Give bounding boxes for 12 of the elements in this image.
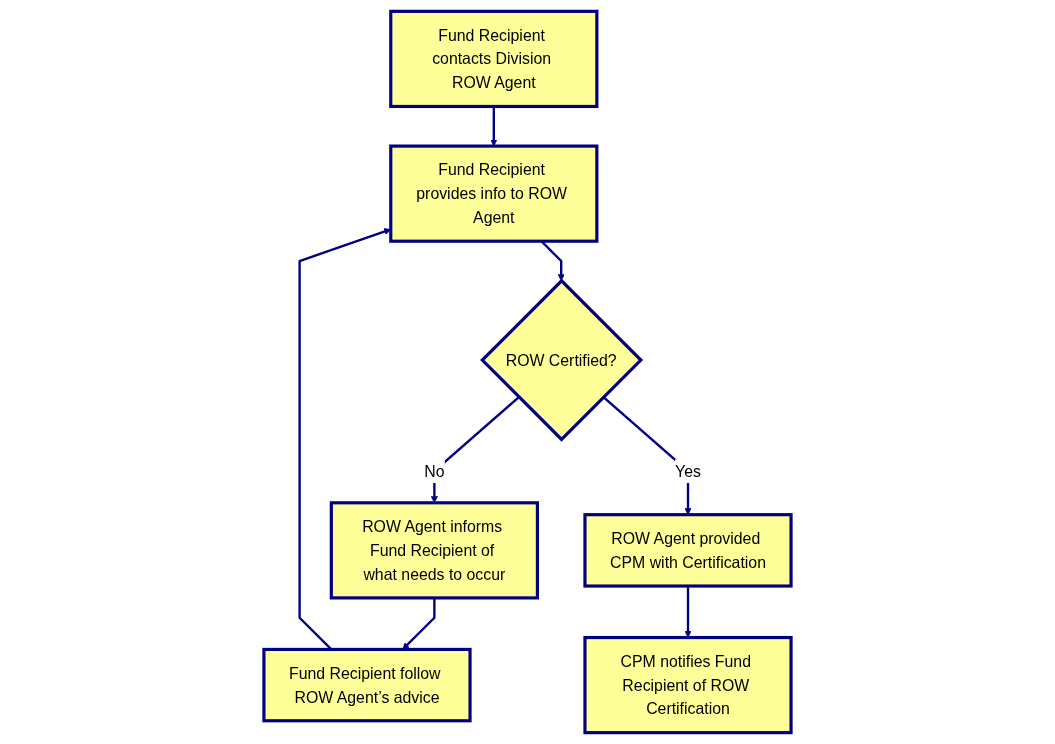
node-box: CPM notifies Fund Recipient of ROW Certification bbox=[583, 635, 793, 735]
edge-label: No bbox=[424, 462, 445, 480]
arrow bbox=[490, 106, 498, 147]
node-box: ROW Agent informs Fund Recipient of what needs to occur bbox=[329, 501, 539, 600]
node-box: Fund Recipient provides info to ROW Agent bbox=[389, 144, 599, 243]
edge-label: Yes bbox=[675, 462, 701, 480]
node-box: Fund Recipient follow ROW Agent’s advice bbox=[262, 647, 472, 723]
arrow bbox=[684, 586, 692, 638]
node-box: ROW Agent provided CPM with Certification bbox=[583, 513, 793, 588]
node-diamond: ROW Certified? bbox=[480, 278, 644, 442]
arrow bbox=[402, 597, 436, 650]
node-box: Fund Recipient contacts Division ROW Agent bbox=[389, 9, 599, 109]
